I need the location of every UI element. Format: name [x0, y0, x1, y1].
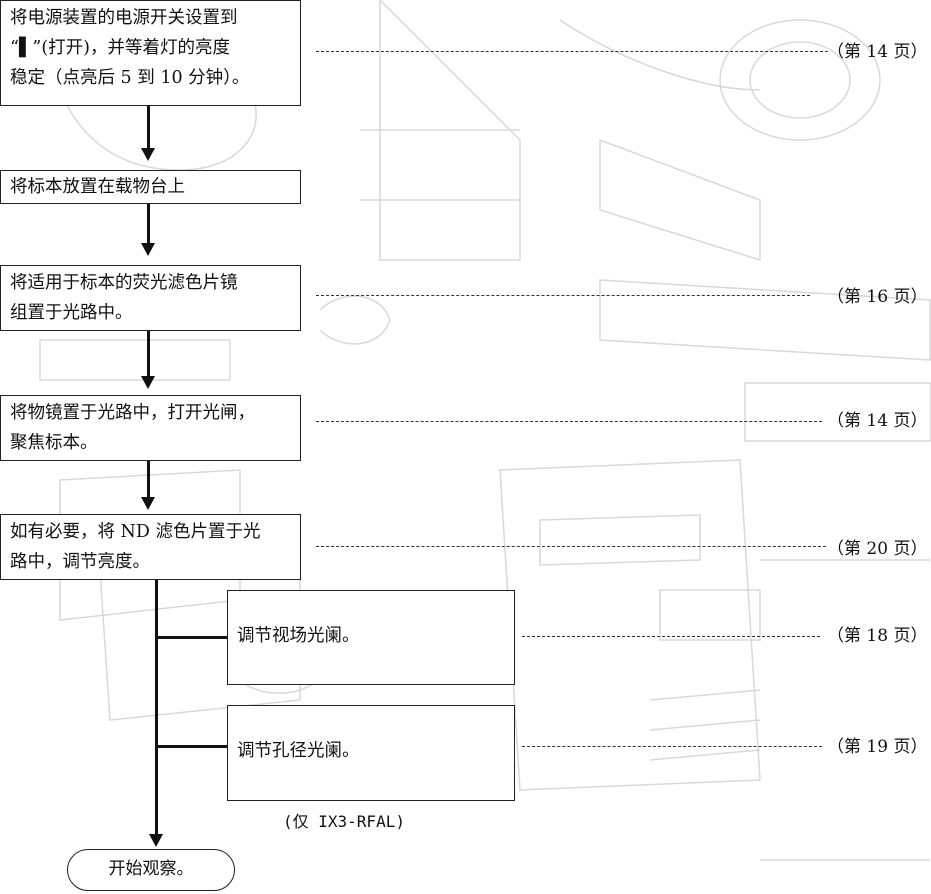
arrow-down-icon: [149, 834, 163, 847]
page-reference: （第 14 页）: [827, 42, 928, 62]
connector-1: [147, 106, 150, 150]
leader-line: [316, 295, 810, 296]
step-box: 如有必要，将 ND 滤色片置于光 路中，调节亮度。: [0, 514, 301, 580]
connector-2: [147, 202, 150, 245]
connector-5: [155, 578, 158, 836]
sub-step-note: (仅 IX3-RFAL): [283, 812, 405, 831]
page-reference: （第 20 页）: [827, 539, 928, 559]
page-reference: （第 16 页）: [827, 287, 928, 307]
arrow-down-icon: [141, 243, 155, 256]
page-reference: （第 19 页）: [827, 737, 928, 757]
arrow-down-icon: [141, 497, 155, 510]
branch-line-2: [155, 745, 227, 748]
leader-line: [522, 746, 822, 747]
leader-line: [522, 636, 820, 637]
connector-4: [147, 461, 150, 499]
arrow-down-icon: [141, 148, 155, 161]
leader-line: [316, 421, 822, 422]
step-box: 将电源装置的电源开关设置到 “▌”(打开)，并等着灯的亮度 稳定（点亮后 5 到…: [0, 0, 301, 106]
end-terminal: 开始观察。: [67, 849, 235, 891]
leader-line: [316, 51, 828, 52]
step-box: 将物镜置于光路中，打开光闸， 聚焦标本。: [0, 395, 301, 461]
step-box: 将标本放置在载物台上: [0, 170, 301, 204]
page-reference: （第 18 页）: [827, 626, 928, 646]
branch-line-1: [155, 636, 227, 639]
connector-3: [147, 329, 150, 380]
leader-line: [316, 546, 826, 547]
sub-step-box: 调节视场光阑。: [227, 590, 515, 685]
arrow-down-icon: [141, 376, 155, 389]
page-reference: （第 14 页）: [827, 411, 928, 431]
step-box: 将适用于标本的荧光滤色片镜 组置于光路中。: [0, 265, 301, 331]
sub-step-box: 调节孔径光阑。: [227, 705, 515, 801]
